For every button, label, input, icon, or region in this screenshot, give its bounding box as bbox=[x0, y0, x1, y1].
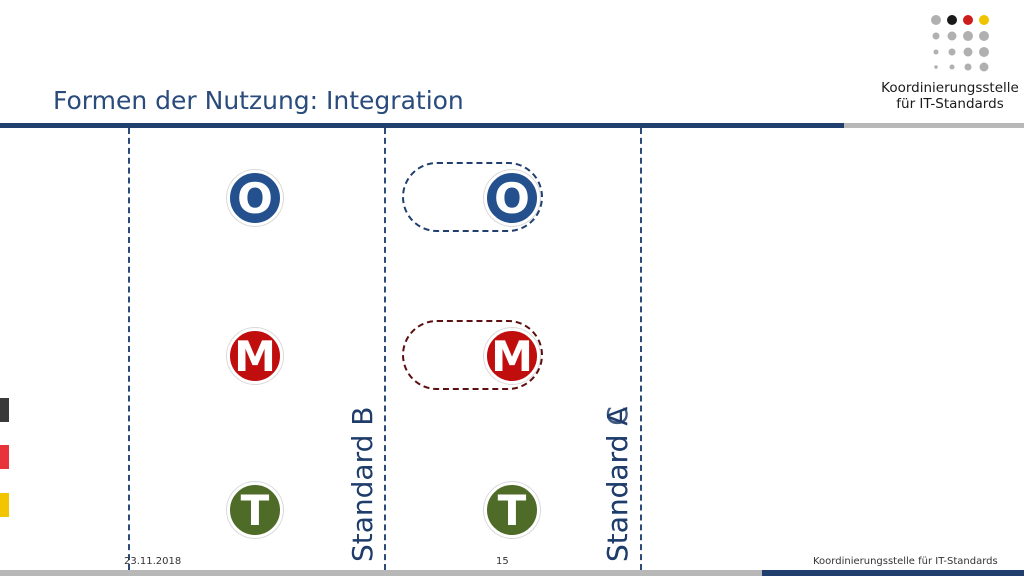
footer-organization: Koordinierungsstelle für IT-Standards bbox=[813, 556, 998, 567]
logo-dot bbox=[931, 15, 941, 25]
side-mark-red bbox=[0, 445, 9, 469]
side-mark-black bbox=[0, 398, 9, 422]
logo-dots bbox=[931, 15, 989, 72]
logo-dot bbox=[963, 15, 973, 25]
footer-date: 23.11.2018 bbox=[124, 556, 182, 567]
footer-page-number: 15 bbox=[496, 556, 509, 567]
logo-dot bbox=[934, 65, 938, 69]
logo-text-line2: für IT-Standards bbox=[896, 96, 1004, 112]
logo-dot bbox=[933, 49, 939, 55]
title-underline-blue bbox=[0, 123, 844, 128]
badge-o-right: O bbox=[484, 170, 540, 226]
logo-dot bbox=[979, 62, 989, 72]
logo-dot bbox=[948, 48, 956, 56]
integration-pill-m bbox=[402, 320, 543, 390]
label-standard-b: Standard B bbox=[346, 406, 379, 563]
footer-bar-blue bbox=[762, 570, 1024, 576]
divider-right bbox=[640, 128, 642, 570]
badge-m-left: M bbox=[227, 328, 283, 384]
divider-middle bbox=[384, 128, 386, 570]
badge-o-left: O bbox=[227, 170, 283, 226]
logo-dot bbox=[963, 31, 973, 41]
logo-dot bbox=[979, 15, 989, 25]
logo-dot bbox=[964, 63, 972, 71]
logo-dot bbox=[963, 47, 973, 57]
badge-m-right: M bbox=[484, 328, 540, 384]
divider-left bbox=[128, 128, 130, 570]
logo-dot bbox=[979, 31, 989, 41]
badge-t-right: T bbox=[484, 482, 540, 538]
page-title: Formen der Nutzung: Integration bbox=[53, 86, 464, 115]
title-underline-grey bbox=[844, 123, 1024, 128]
badge-t-left: T bbox=[227, 482, 283, 538]
logo-dot bbox=[947, 31, 957, 41]
label-standard-a: Standard A bbox=[601, 406, 634, 562]
footer-bar-grey bbox=[0, 570, 762, 576]
integration-pill-o bbox=[402, 162, 543, 232]
logo-dot bbox=[932, 32, 940, 40]
logo-text-line1: Koordinierungsstelle bbox=[881, 80, 1019, 96]
side-mark-gold bbox=[0, 493, 9, 517]
logo-dot bbox=[947, 15, 957, 25]
logo-text: Koordinierungsstelle für IT-Standards bbox=[880, 80, 1020, 112]
logo-dot bbox=[979, 47, 989, 57]
logo-dot bbox=[949, 64, 955, 70]
